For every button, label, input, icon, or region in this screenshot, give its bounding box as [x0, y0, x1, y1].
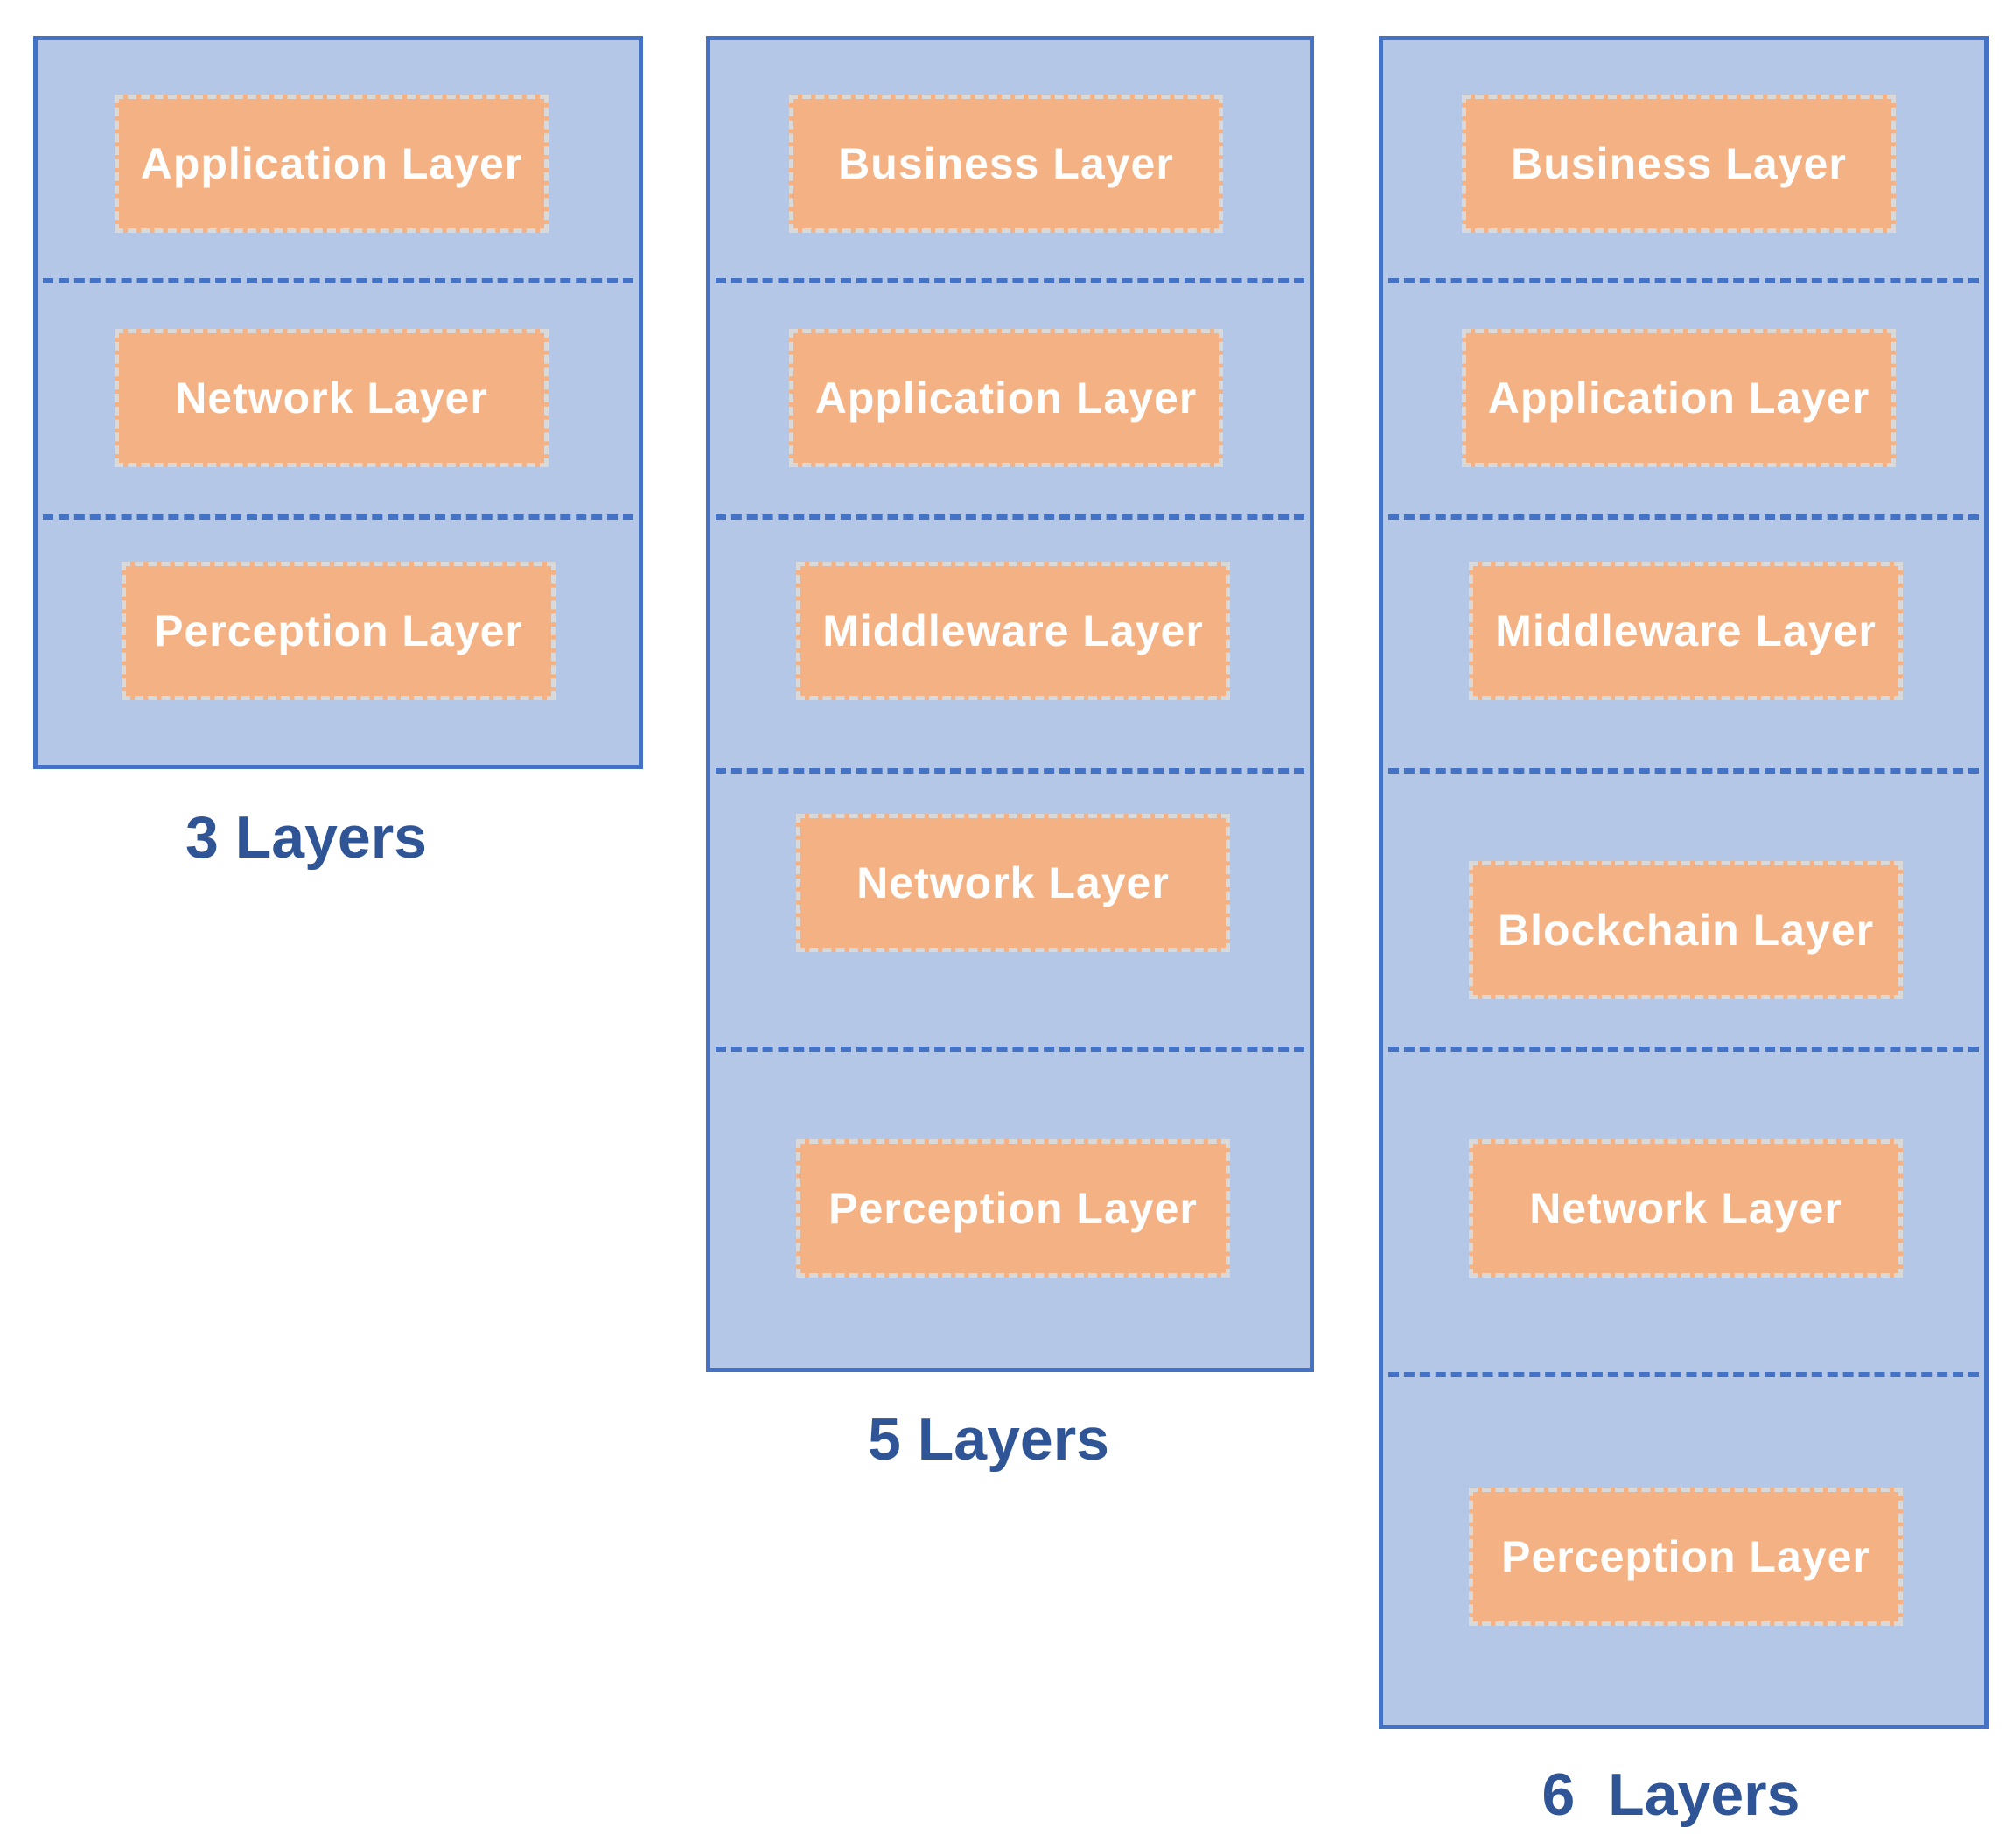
- layer-divider: [43, 514, 633, 520]
- middleware-layer-box: Middleware Layer: [1469, 562, 1903, 700]
- layer-divider: [1388, 278, 1979, 284]
- three-layer-stack: Application Layer Network Layer Percepti…: [33, 36, 643, 769]
- network-layer-box: Network Layer: [796, 814, 1230, 952]
- network-layer-box: Network Layer: [115, 329, 549, 467]
- five-layer-stack: Business Layer Application Layer Middlew…: [706, 36, 1314, 1372]
- six-layer-caption: 6 Layers: [1541, 1761, 1800, 1828]
- application-layer-box: Application Layer: [789, 329, 1223, 467]
- blockchain-layer-box: Blockchain Layer: [1469, 861, 1903, 999]
- business-layer-box: Business Layer: [1462, 94, 1896, 233]
- layer-divider: [1388, 1372, 1979, 1377]
- application-layer-box: Application Layer: [1462, 329, 1896, 467]
- layer-divider: [716, 514, 1304, 520]
- layer-divider: [1388, 514, 1979, 520]
- five-layer-caption: 5 Layers: [868, 1406, 1109, 1473]
- perception-layer-box: Perception Layer: [1469, 1488, 1903, 1626]
- layer-divider: [1388, 1046, 1979, 1052]
- network-layer-box: Network Layer: [1469, 1139, 1903, 1278]
- perception-layer-box: Perception Layer: [796, 1139, 1230, 1278]
- middleware-layer-box: Middleware Layer: [796, 562, 1230, 700]
- layer-divider: [1388, 768, 1979, 774]
- application-layer-box: Application Layer: [115, 94, 549, 233]
- business-layer-box: Business Layer: [789, 94, 1223, 233]
- layer-divider: [716, 278, 1304, 284]
- layer-divider: [43, 278, 633, 284]
- layer-divider: [716, 768, 1304, 774]
- layer-divider: [716, 1046, 1304, 1052]
- three-layer-caption: 3 Layers: [185, 804, 427, 871]
- perception-layer-box: Perception Layer: [122, 562, 556, 700]
- six-layer-stack: Business Layer Application Layer Middlew…: [1379, 36, 1989, 1729]
